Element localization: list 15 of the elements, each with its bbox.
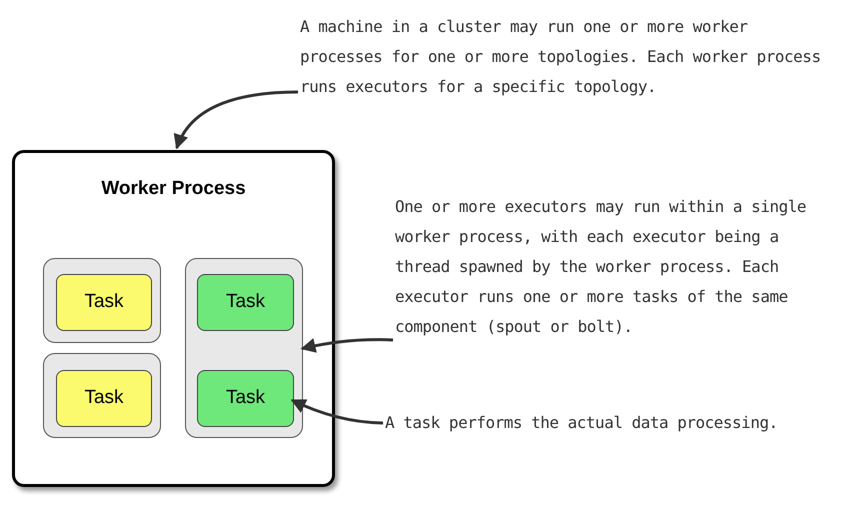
annotation-text: One or more executors may run within a single worker process, with each executor being a thread spawned by the worker process. Each executor runs one or more tasks of the same component (spout or bolt). (395, 192, 835, 342)
arrow (300, 338, 394, 353)
executor-box (43, 353, 161, 438)
annotation-text: A task performs the actual data processing. (385, 408, 815, 438)
box-title: Worker Process (100, 177, 247, 201)
executor-box (43, 258, 161, 343)
task-box: Task (56, 274, 152, 331)
arrow (290, 398, 384, 424)
task-box: Task (56, 370, 152, 427)
worker-process-box (12, 150, 335, 487)
arrow (174, 90, 298, 150)
task-box: Task (197, 274, 294, 331)
executor-box (185, 258, 303, 438)
annotation-text: A machine in a cluster may run one or more worker processes for one or more topologies. Each worker process runs executors for a specific topology. (300, 12, 830, 102)
task-box: Task (197, 370, 294, 427)
